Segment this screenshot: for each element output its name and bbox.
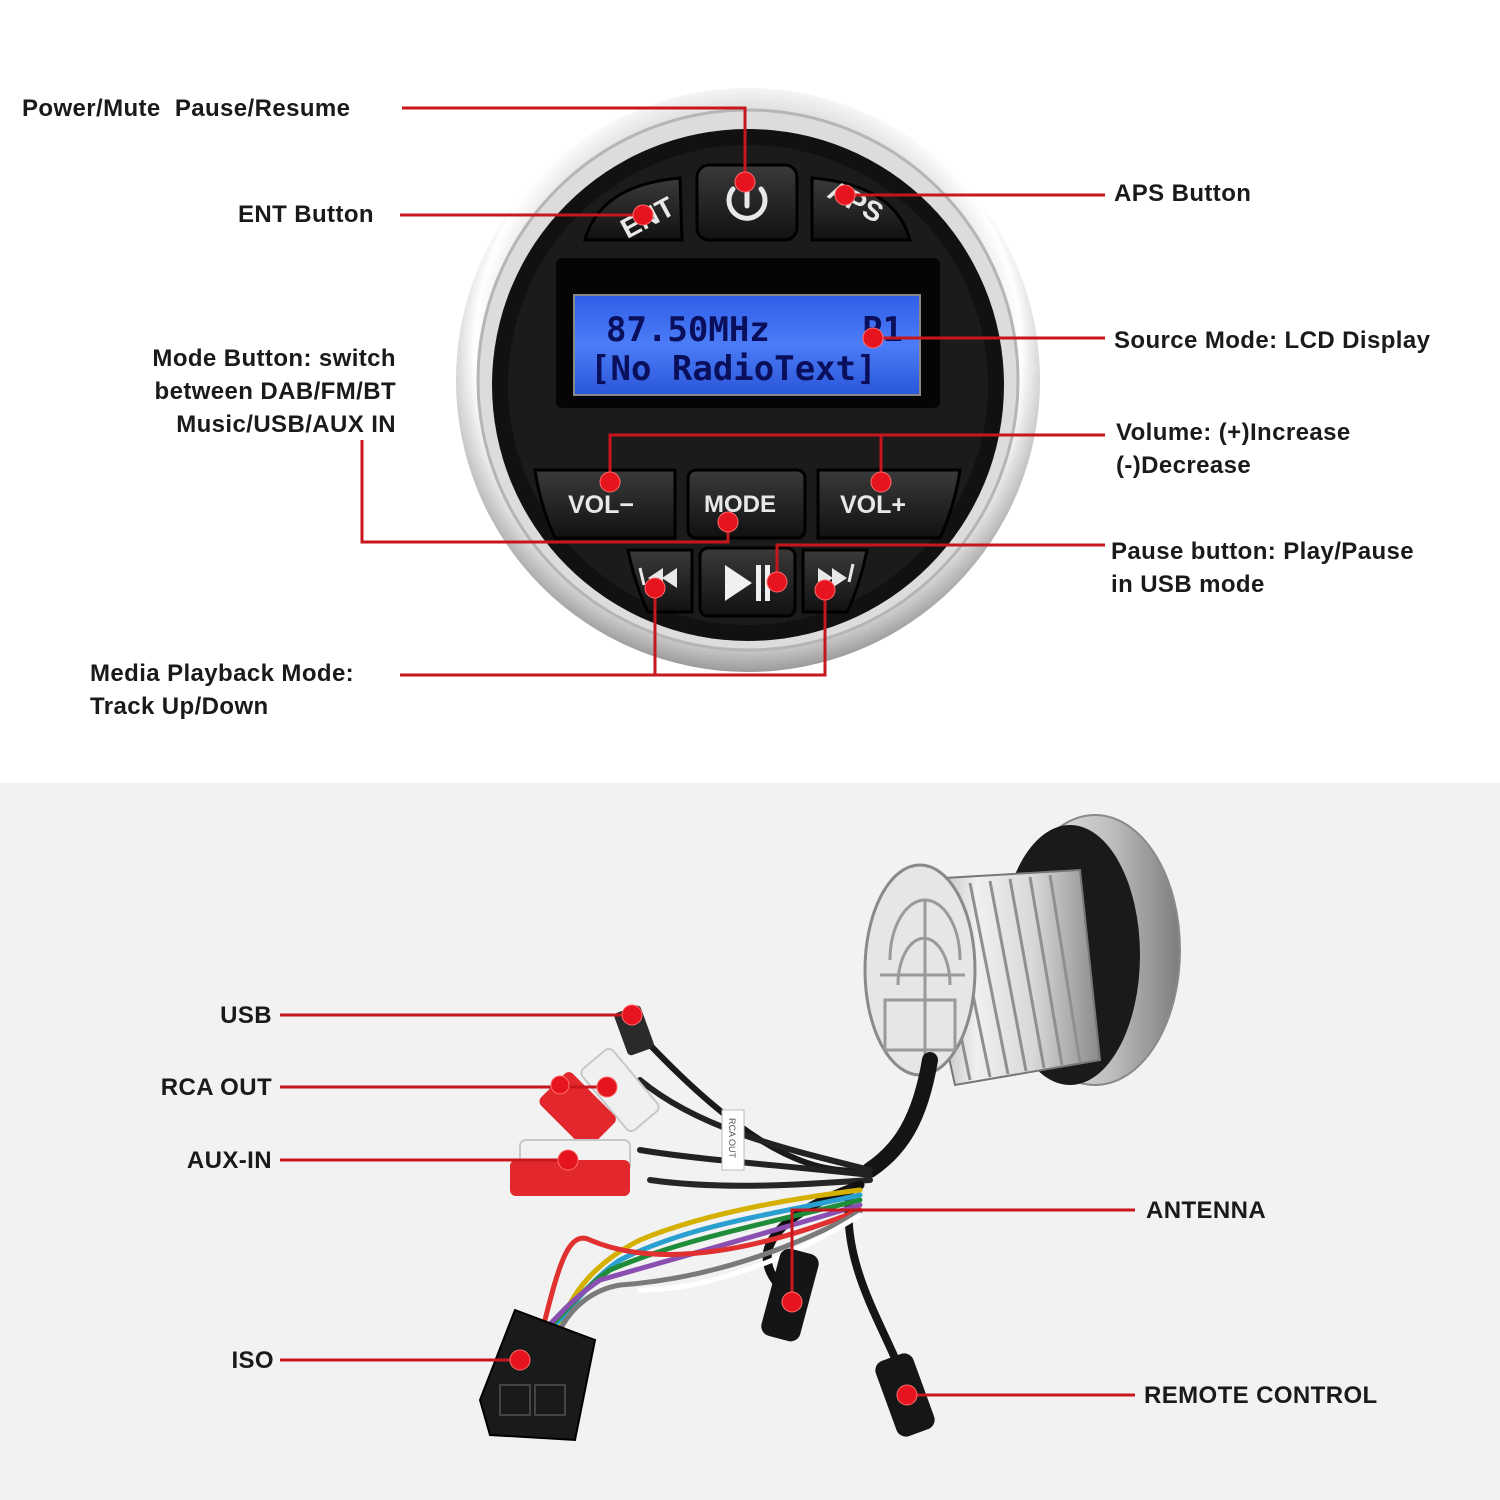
end-cap-grille (880, 898, 965, 1060)
usb-callout-dot (621, 1004, 643, 1026)
vol-plus-button[interactable]: VOL+ (816, 468, 962, 540)
antenna-callout-label: ANTENNA (1146, 1197, 1267, 1224)
rca-out-callout-label: RCA OUT (160, 1074, 272, 1101)
antenna-callout-dot (781, 1291, 803, 1313)
aux-in-connectors (510, 1139, 631, 1196)
power-mute-label: Power/Mute Pause/Resume (22, 95, 351, 122)
mode-label-line-2: between DAB/FM/BT (154, 378, 396, 405)
aux-callout-dot (557, 1149, 579, 1171)
rca-red-callout-dot (550, 1075, 570, 1095)
stereo-rear-unit (863, 814, 1181, 1087)
usb-callout-label: USB (220, 1002, 272, 1029)
vol-minus-button[interactable]: VOL− (533, 468, 677, 540)
wire-harness (532, 1042, 938, 1374)
heatsink-end-cap (863, 863, 977, 1077)
antenna-callout-line (790, 1208, 1135, 1300)
vol-minus-label: VOL− (568, 491, 634, 519)
lcd-display-callout-label: Source Mode: LCD Display (1114, 327, 1431, 354)
remote-callout-dot (896, 1384, 918, 1406)
vol-minus-callout-dot (599, 471, 621, 493)
iso-callout-dot (509, 1349, 531, 1371)
power-callout-dot (734, 171, 756, 193)
stereo-front-unit: ENT APS 87.50MHz P1 [No RadioText] (456, 88, 1040, 672)
rca-cable-tag-text: RCA OUT (727, 1118, 737, 1159)
volume-label-line-2: (-)Decrease (1116, 452, 1252, 479)
aps-button-callout-label: APS Button (1114, 180, 1252, 207)
ent-button-callout-label: ENT Button (238, 201, 374, 228)
lcd-screen (573, 294, 921, 396)
volume-callout-label: Volume: (+)Increase (-)Decrease (1116, 416, 1351, 482)
lcd-callout-dot (862, 327, 884, 349)
power-button[interactable] (695, 163, 799, 242)
prev-callout-dot (644, 577, 666, 599)
lcd-frequency: 87.50MHz (606, 310, 770, 350)
pause-label-line-1: Pause button: Play/Pause (1111, 538, 1415, 565)
pause-callout-dot (766, 571, 788, 593)
remote-control-callout-label: REMOTE CONTROL (1144, 1382, 1378, 1409)
vol-plus-callout-dot (870, 471, 892, 493)
volume-callout-line (608, 433, 1105, 480)
mode-button[interactable]: MODE (686, 468, 807, 540)
media-label-line-2: Track Up/Down (90, 693, 269, 720)
pause-label-line-2: in USB mode (1111, 571, 1265, 598)
front-callout-dots (599, 171, 892, 601)
media-callout-line (400, 590, 827, 677)
rca-out-connectors (539, 1047, 660, 1149)
mode-label-line-1: Mode Button: switch (152, 345, 396, 372)
media-label-line-1: Media Playback Mode: (90, 660, 355, 687)
media-playback-callout-label: Media Playback Mode: Track Up/Down (90, 657, 354, 723)
iso-connector (478, 1308, 597, 1442)
lcd-radiotext: [No RadioText] (590, 349, 877, 389)
rca-callout-dot (596, 1076, 618, 1098)
aps-callout-dot (834, 184, 856, 206)
rear-view-background (0, 783, 1500, 1500)
pause-callout-line (775, 543, 1105, 580)
iso-callout-label: ISO (231, 1347, 274, 1374)
volume-label-line-1: Volume: (+)Increase (1116, 419, 1351, 446)
vol-plus-label: VOL+ (840, 491, 906, 519)
pause-button-callout-label: Pause button: Play/Pause in USB mode (1111, 535, 1414, 601)
mode-callout-dot (717, 511, 739, 533)
rca-cable-tag (721, 1109, 745, 1171)
aux-in-callout-label: AUX-IN (186, 1147, 272, 1174)
power-callout-line (402, 106, 747, 180)
mode-button-callout-label: Mode Button: switch between DAB/FM/BT Mu… (40, 342, 396, 441)
rear-callout-dots (509, 1004, 918, 1406)
mode-label-line-3: Music/USB/AUX IN (176, 411, 396, 438)
ent-callout-dot (632, 204, 654, 226)
mode-button-label: MODE (704, 491, 776, 518)
next-callout-dot (814, 579, 836, 601)
